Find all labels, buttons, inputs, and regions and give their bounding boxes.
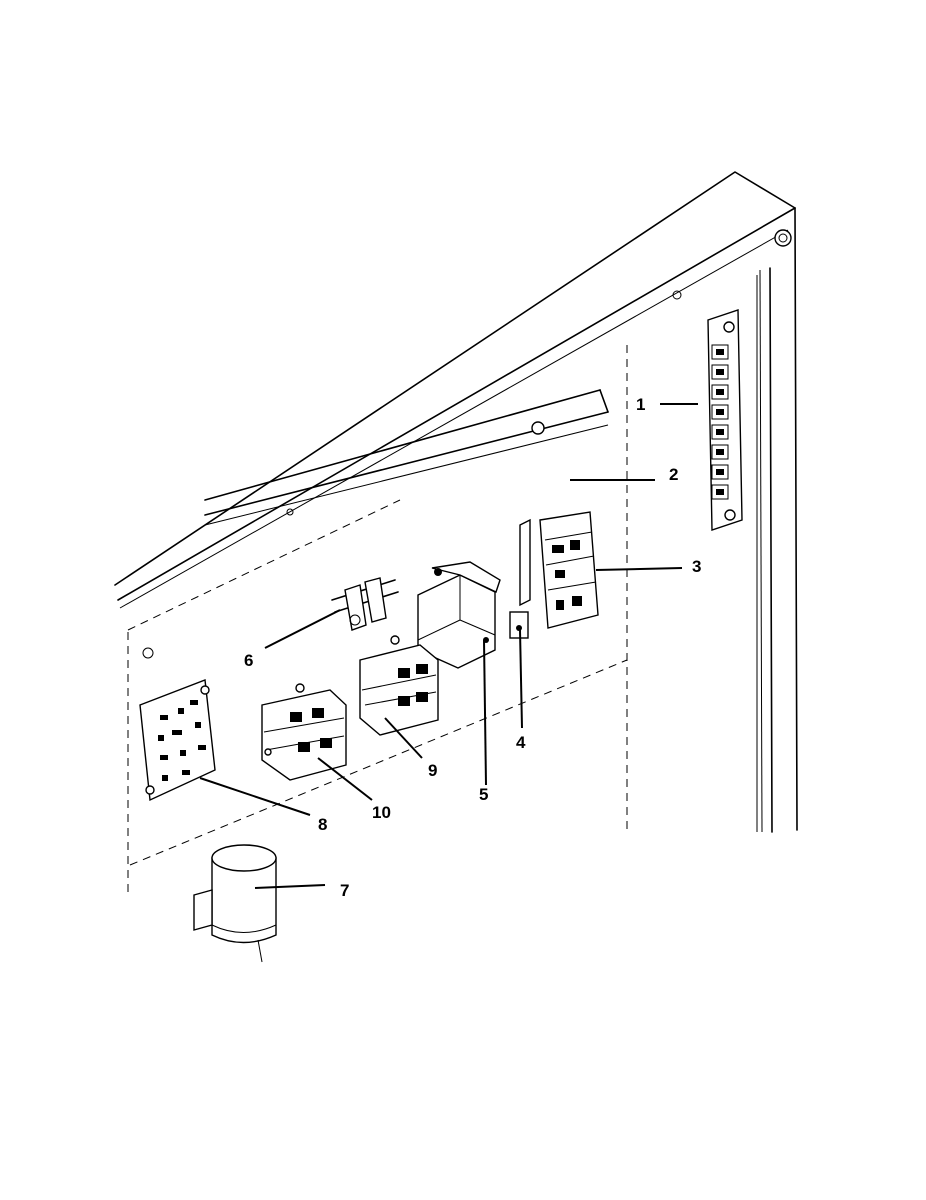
callout-8: 8 [318, 815, 328, 834]
callout-6: 6 [244, 651, 254, 670]
callout-2: 2 [669, 465, 679, 484]
cabinet-frame [114, 171, 798, 895]
leader-9 [384, 717, 423, 759]
leader-5 [483, 639, 487, 786]
leader-7 [254, 884, 326, 889]
callout-9: 9 [428, 761, 438, 780]
callout-1: 1 [636, 395, 646, 414]
fuse-holder [331, 577, 399, 631]
contactor [519, 511, 599, 629]
callout-10: 10 [372, 803, 391, 822]
leader-8 [199, 777, 311, 816]
control-board [139, 647, 216, 802]
leader-6 [264, 609, 341, 649]
terminal-strip [707, 309, 743, 531]
callout-leaders [199, 403, 698, 889]
callout-7: 7 [340, 881, 350, 900]
relay-small [261, 683, 347, 781]
capacitor [193, 844, 277, 963]
small-relay [509, 611, 529, 639]
leader-3 [595, 567, 683, 571]
mounting-rail [204, 389, 609, 526]
transformer [417, 561, 501, 669]
leader-4 [519, 629, 523, 729]
callout-4: 4 [516, 733, 526, 752]
leader-10 [317, 757, 373, 801]
callout-5: 5 [479, 785, 489, 804]
callout-3: 3 [692, 557, 702, 576]
relay-large [359, 635, 439, 736]
